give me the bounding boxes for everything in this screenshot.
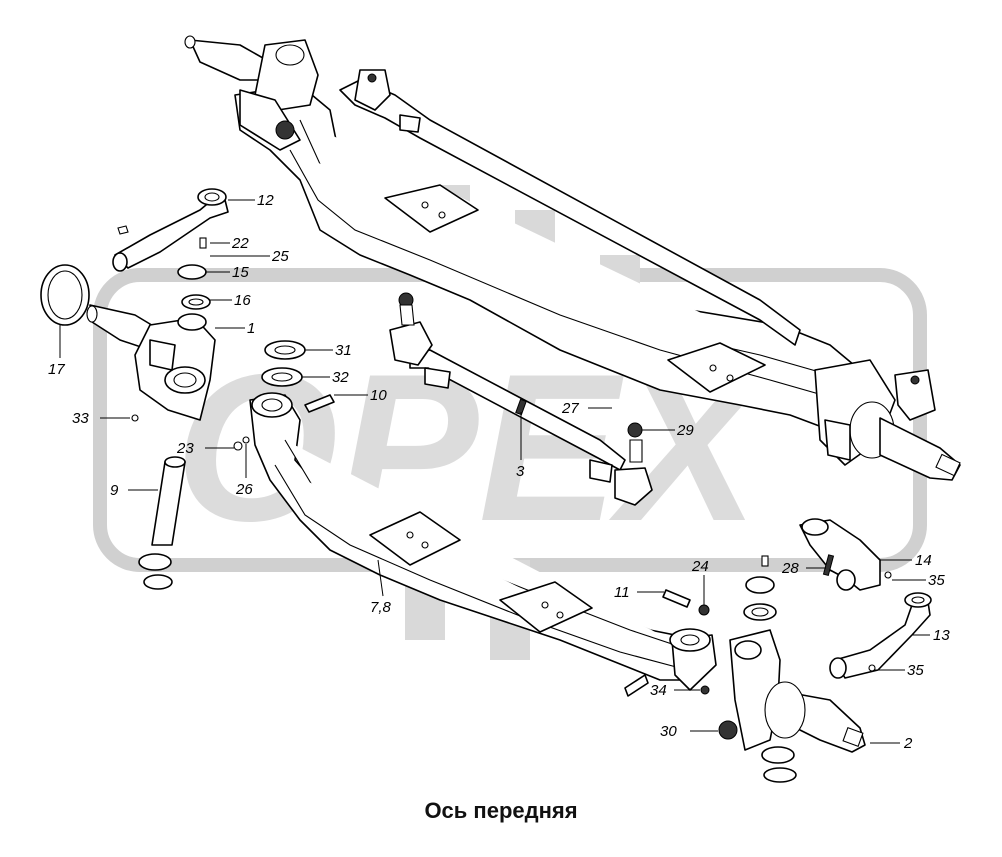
callout-29: 29	[676, 422, 694, 439]
callout-33: 33	[72, 410, 89, 427]
callout-34: 34	[650, 682, 667, 699]
callout-1: 1	[247, 320, 255, 337]
callout-9: 9	[110, 482, 119, 499]
callout-24: 24	[691, 558, 709, 575]
lower-axle-beam	[249, 392, 717, 691]
callout-10: 10	[370, 387, 387, 404]
tie-rod	[389, 292, 653, 506]
upper-axle-beam	[184, 35, 961, 481]
callout-26: 26	[235, 481, 253, 498]
callout-17: 17	[48, 361, 65, 378]
callout-3: 3	[516, 463, 525, 480]
callout-12: 12	[257, 192, 274, 209]
leader-lines	[59, 199, 930, 744]
callout-14: 14	[915, 552, 932, 569]
callout-28: 28	[781, 560, 799, 577]
callout-2: 2	[903, 735, 913, 752]
steering-arm-right	[799, 518, 932, 679]
callout-11: 11	[614, 584, 630, 601]
right-steering-knuckle	[624, 555, 866, 783]
callout-35-upper: 35	[928, 572, 945, 589]
callout-15: 15	[232, 264, 249, 281]
callout-27: 27	[561, 400, 579, 417]
diagram-caption: Ось передняя	[424, 798, 578, 823]
callout-30: 30	[660, 723, 677, 740]
callout-35-lower: 35	[907, 662, 924, 679]
callout-23: 23	[176, 440, 194, 457]
callout-32: 32	[332, 369, 349, 386]
callout-16: 16	[234, 292, 251, 309]
callout-25: 25	[271, 248, 289, 265]
left-steering-knuckle	[40, 237, 335, 590]
callout-31: 31	[335, 342, 352, 359]
callout-labels: 12 22 25 15 16 1 17 31 32 10 33 23 26 9 …	[48, 192, 950, 752]
callout-13: 13	[933, 627, 950, 644]
callout-7-8: 7,8	[370, 599, 392, 616]
steering-arm-left	[112, 188, 229, 272]
callout-22: 22	[231, 235, 249, 252]
